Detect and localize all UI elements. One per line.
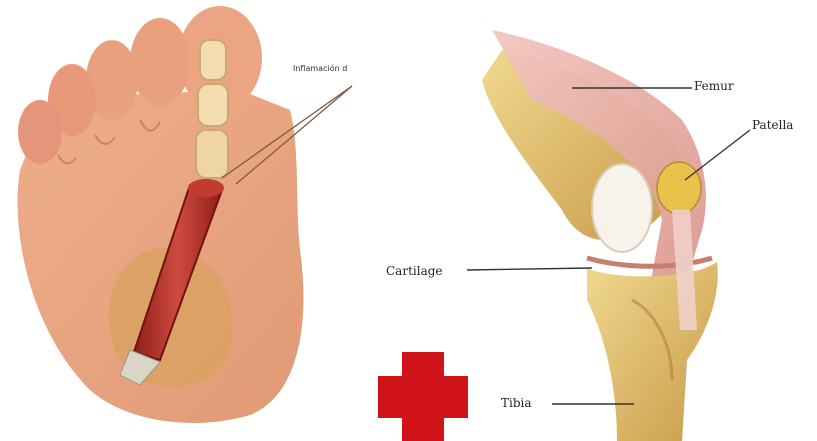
inflammation-label: Inflamación d xyxy=(293,64,347,73)
patella-label: Patella xyxy=(752,118,793,132)
tibia-bone xyxy=(587,262,718,441)
red-cross-icon xyxy=(378,352,468,441)
femoral-condyle xyxy=(592,164,652,252)
tibia-label: Tibia xyxy=(501,396,532,410)
patella-bone xyxy=(657,162,701,214)
cartilage-label: Cartilage xyxy=(386,264,443,278)
femur-label: Femur xyxy=(694,79,734,93)
cartilage-band xyxy=(587,258,712,266)
toe-2 xyxy=(130,18,190,106)
knee-illustration xyxy=(372,0,817,441)
toe-5 xyxy=(18,100,62,164)
